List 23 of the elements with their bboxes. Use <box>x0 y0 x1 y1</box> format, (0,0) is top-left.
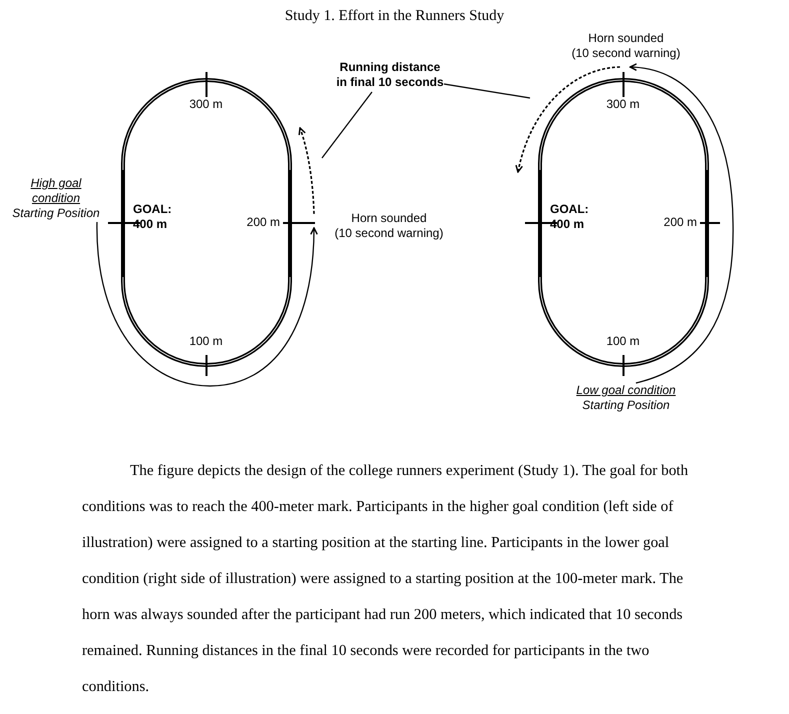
dashed-arrow <box>516 66 620 173</box>
start-position-label: Starting Position <box>581 398 671 413</box>
distance-marker-label: 100 m <box>189 334 223 349</box>
leader-line <box>322 92 372 158</box>
distance-marker-label: 200 m <box>664 215 697 230</box>
horn-note: (10 second warning) <box>570 46 682 61</box>
caption-paragraph: The figure depicts the design of the college runners experiment (Study 1). The goal for both conditions was to reach the 400-meter mark. Participants in the higher goal condition (left side of illustration) were assigned to a starting position at the starting line. Participants in the lower goal condition (right side of illustration) were assigned to a starting position at the 100-meter mark. The horn was always sounded after the participant had run 200 meters, which indicated that 10 seconds remained. Running distances in the final 10 seconds were recorded for participants in the two conditions. <box>82 461 690 697</box>
leader-line <box>444 83 530 99</box>
arrow <box>96 222 318 387</box>
horn-note: Horn sounded <box>587 31 665 46</box>
callout-text: Running distance in final 10 seconds <box>336 60 444 90</box>
dashed-arrow <box>298 127 315 214</box>
start-position-label: Starting Position <box>11 206 101 221</box>
distance-marker-label: 100 m <box>606 334 640 349</box>
figure-title: Study 1. Effort in the Runners Study <box>284 8 504 24</box>
start-position-label: High goal condition <box>30 176 82 206</box>
horn-note: Horn sounded <box>350 211 428 226</box>
distance-marker-label: 300 m <box>606 97 640 112</box>
distance-marker-label: 200 m <box>246 215 280 230</box>
distance-marker-label: 300 m <box>189 97 223 112</box>
arrow <box>629 64 734 384</box>
start-position-label: Low goal condition <box>575 383 677 398</box>
horn-note: (10 second warning) <box>334 226 444 241</box>
